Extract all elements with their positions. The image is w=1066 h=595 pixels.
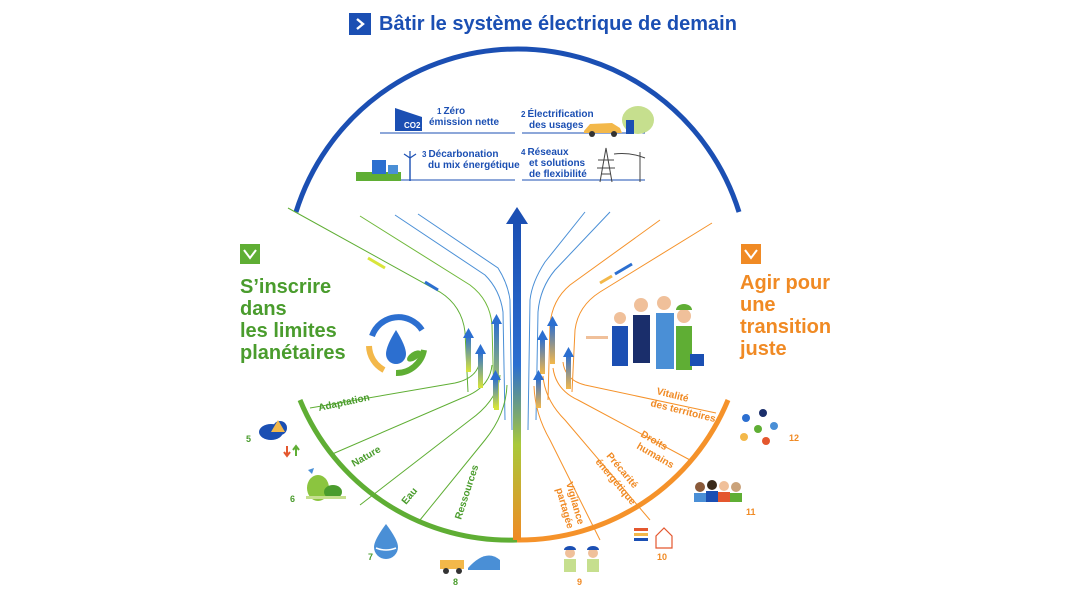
water-drop-icon <box>374 524 398 559</box>
transmission-tower-icon <box>597 147 646 183</box>
eco-cycle-icon <box>366 314 427 377</box>
house-energy-icon <box>634 527 673 549</box>
label-nature: Nature <box>350 444 383 470</box>
nature-trees-icon <box>306 468 346 501</box>
item-number-12: 12 <box>789 433 800 443</box>
workers-pair-icon <box>564 546 599 572</box>
title-bar: Bâtir le système électrique de demain <box>349 11 737 37</box>
item-number-5: 5 <box>246 434 252 444</box>
label-adaptation: Adaptation <box>317 392 370 414</box>
small-arrows <box>463 314 574 410</box>
workers-illustration <box>586 296 704 370</box>
bottom-arc-orange <box>516 399 731 543</box>
item-number-9: 9 <box>577 577 583 587</box>
co2-icon: CO2 <box>395 108 422 131</box>
label-eau: Eau <box>400 486 420 507</box>
item-number-10: 10 <box>657 552 668 562</box>
community-group-icon <box>694 480 742 502</box>
storm-cloud-icon <box>259 420 300 458</box>
central-arrow-head <box>506 207 528 224</box>
item-number-6: 6 <box>290 494 296 504</box>
power-plant-icon <box>356 151 417 181</box>
label-ressources: Ressources <box>453 463 481 521</box>
electric-car-icon <box>584 106 654 137</box>
svg-text:CO2: CO2 <box>404 121 421 130</box>
central-arrow-shaft <box>513 222 521 540</box>
right-heading: Agir pour une transition juste <box>740 272 832 360</box>
top-arc <box>293 46 742 213</box>
check-icon <box>741 244 761 264</box>
check-icon <box>240 244 260 264</box>
item-number-11: 11 <box>746 507 756 517</box>
item-number-7: 7 <box>368 552 374 562</box>
chevron-right-icon <box>349 13 371 35</box>
left-heading: S’inscrire dans les limites planétaires <box>240 276 346 364</box>
excavator-icon <box>440 555 500 574</box>
location-pins-icon <box>740 409 778 445</box>
bottom-arc-green <box>297 399 518 543</box>
page-title: Bâtir le système électrique de demain <box>379 12 737 35</box>
item-number-8: 8 <box>453 577 459 587</box>
